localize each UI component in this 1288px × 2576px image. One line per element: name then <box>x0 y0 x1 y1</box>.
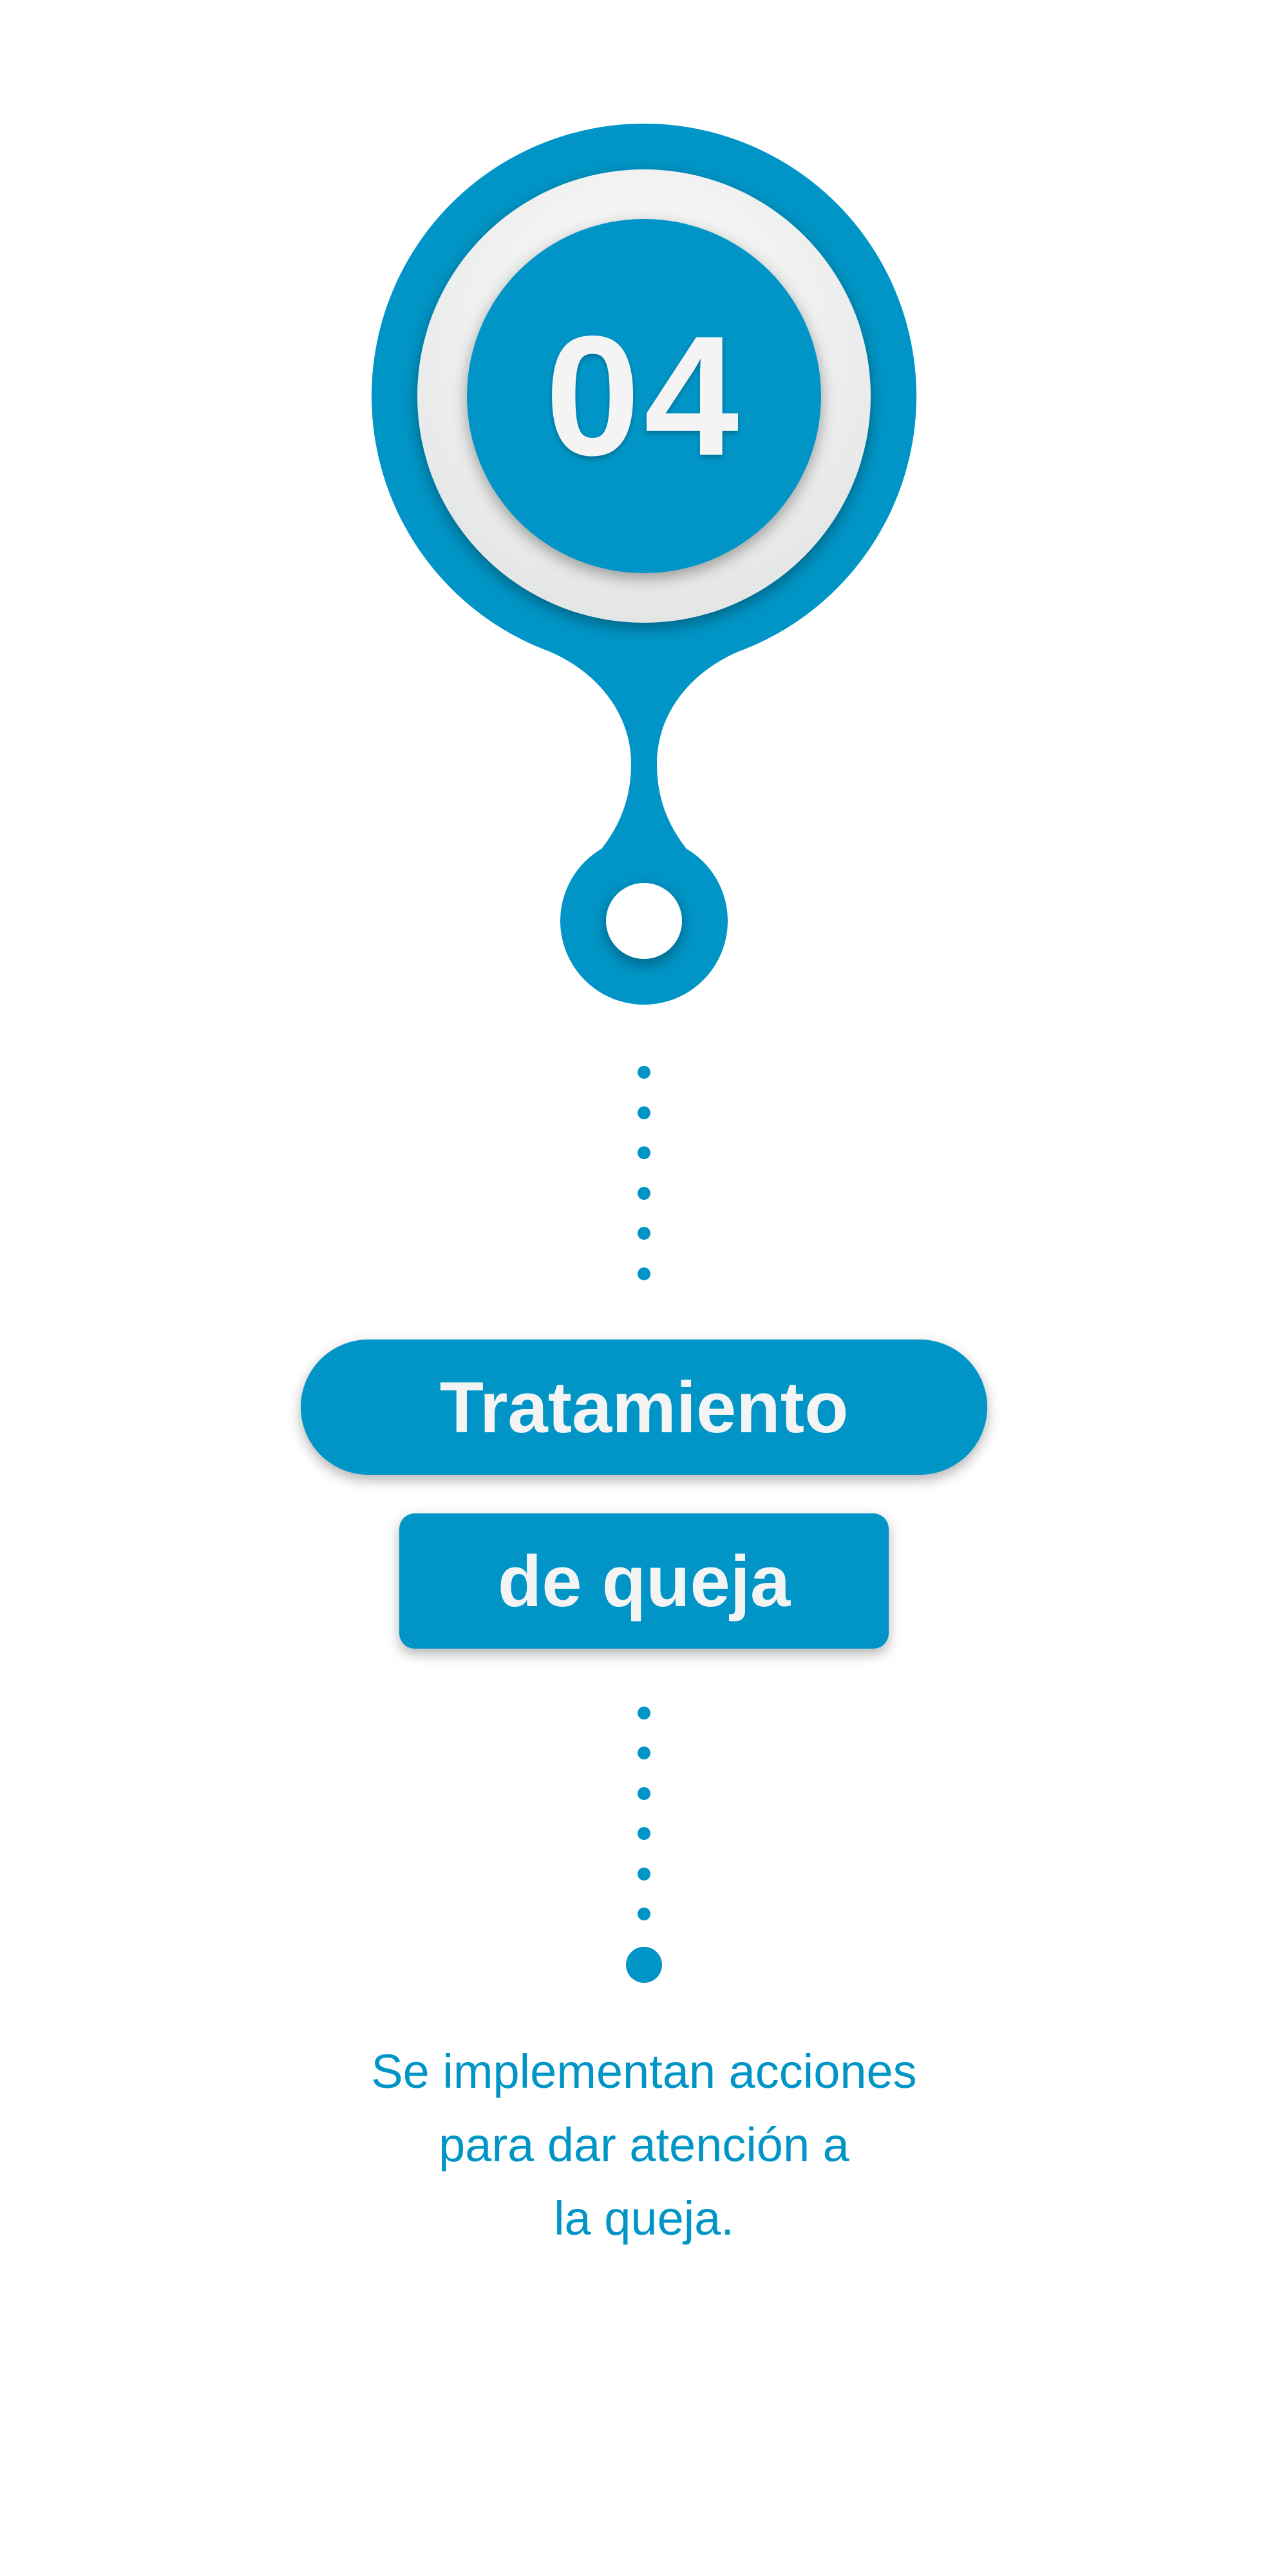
description: Se implementan acciones para dar atenció… <box>193 2035 1095 2255</box>
title-line2-box: de queja <box>399 1513 889 1649</box>
connector-dot <box>638 1827 650 1840</box>
connector-dot <box>638 1868 650 1880</box>
connector-dot <box>638 1707 650 1719</box>
connector-dot <box>638 1106 650 1119</box>
connector-dot <box>638 1267 650 1280</box>
description-line: Se implementan acciones <box>371 2045 917 2098</box>
inner-disc <box>467 219 821 573</box>
connector-dot <box>638 1227 650 1240</box>
connector-dot <box>638 1747 650 1759</box>
step-badge-graphic <box>372 124 916 1005</box>
pin-hole <box>606 883 682 959</box>
description-line: la queja. <box>554 2192 734 2245</box>
description-line: para dar atención a <box>439 2118 849 2172</box>
connector-dot <box>638 1787 650 1800</box>
connector-end-dot <box>626 1947 662 1983</box>
step-number: 04 <box>545 300 743 491</box>
connector-dot <box>638 1066 650 1079</box>
connector-dot <box>638 1908 650 1920</box>
title-line1-pill: Tratamiento <box>301 1340 987 1475</box>
connector-dot <box>638 1187 650 1200</box>
title-line1: Tratamiento <box>439 1367 849 1448</box>
title-line2: de queja <box>497 1540 791 1622</box>
connector-dot <box>638 1146 650 1159</box>
